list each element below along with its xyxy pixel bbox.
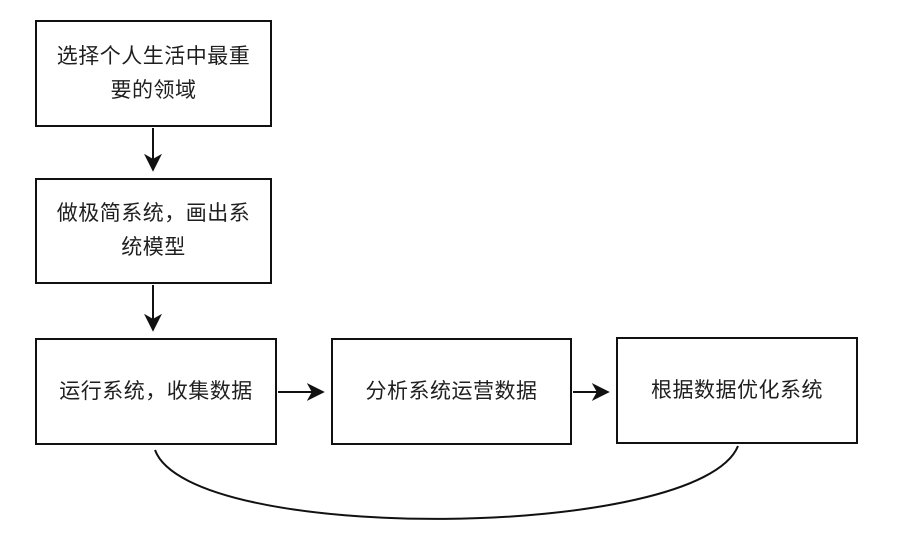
flow-node-choose-domain: 选择个人生活中最重 要的领域 xyxy=(35,20,272,127)
flow-node-optimize-system: 根据数据优化系统 xyxy=(616,337,858,444)
feedback-curve-optimize-to-run xyxy=(154,445,739,520)
flow-node-label: 分析系统运营数据 xyxy=(365,379,538,403)
flow-node-build-minimal-system: 做极简系统，画出系 统模型 xyxy=(35,178,272,284)
flow-node-label: 选择个人生活中最重 要的领域 xyxy=(56,44,251,102)
flow-node-label: 运行系统，收集数据 xyxy=(59,379,253,403)
flow-node-run-system: 运行系统，收集数据 xyxy=(35,338,277,445)
flow-node-label: 根据数据优化系统 xyxy=(651,378,823,402)
flow-node-label: 做极简系统，画出系 统模型 xyxy=(56,202,251,259)
flow-node-analyze-data: 分析系统运营数据 xyxy=(331,338,572,445)
